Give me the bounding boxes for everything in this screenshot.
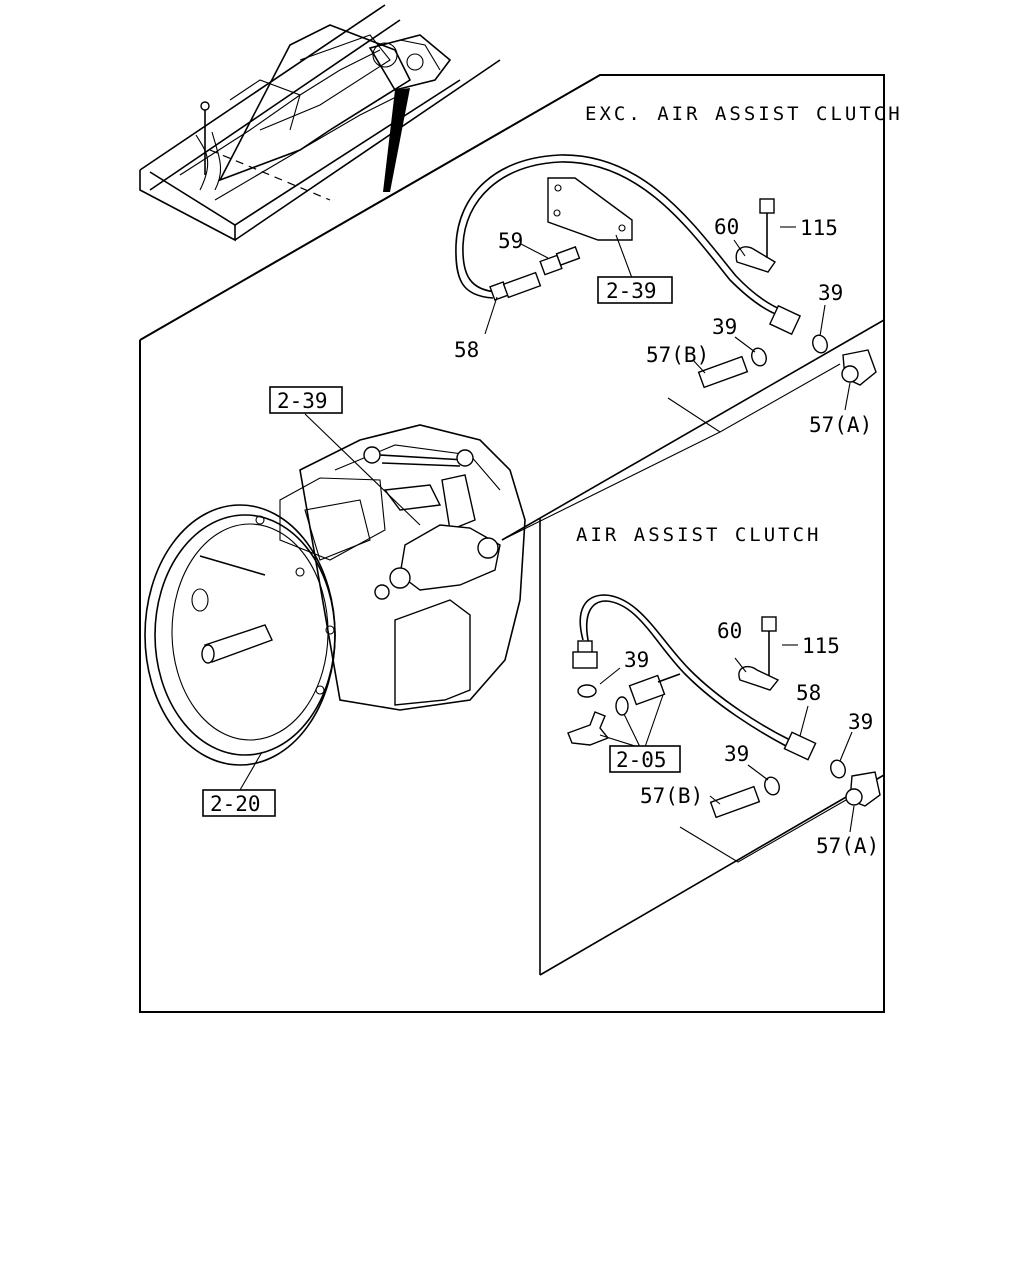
diagram-frame: [139, 74, 885, 1013]
callout-39: 39: [724, 742, 749, 766]
callout-60: 60: [717, 619, 742, 643]
callout-39: 39: [848, 710, 873, 734]
callout-115: 115: [802, 634, 840, 658]
callout-57a: 57(A): [816, 834, 879, 858]
callout-39: 39: [712, 315, 737, 339]
transmission-illustration: [144, 413, 526, 791]
air-assist-hose-assembly: [567, 594, 881, 863]
ref-box-2-39-top: 2-39: [597, 276, 673, 304]
callout-58: 58: [796, 681, 821, 705]
ref-box-2-05: 2-05: [609, 745, 681, 773]
air-callouts: 60 115 39 58 39 39 57(B) 57(A): [624, 619, 879, 858]
callout-59: 59: [498, 229, 523, 253]
callout-57b: 57(B): [640, 784, 703, 808]
callout-58: 58: [454, 338, 479, 362]
exc-air-assist-hose-assembly: [455, 154, 877, 541]
section-heading-air-assist: AIR ASSIST CLUTCH: [576, 524, 821, 546]
callout-39: 39: [624, 648, 649, 672]
ref-label: 2-20: [210, 792, 261, 816]
callout-39: 39: [818, 281, 843, 305]
exc-callouts: 59 60 115 39 39 58 57(B) 57(A): [454, 215, 872, 437]
ref-label: 2-39: [277, 389, 328, 413]
ref-label: 2-39: [606, 279, 657, 303]
ref-label: 2-05: [616, 748, 667, 772]
callout-57b: 57(B): [646, 343, 709, 367]
callout-115: 115: [800, 216, 838, 240]
callout-60: 60: [714, 215, 739, 239]
ref-box-2-39-transmission: 2-39: [269, 386, 343, 414]
chassis-inset-illustration: [139, 4, 501, 242]
callout-57a: 57(A): [809, 413, 872, 437]
section-heading-exc-air-assist: EXC. AIR ASSIST CLUTCH: [585, 103, 903, 125]
ref-box-2-20: 2-20: [202, 789, 276, 817]
